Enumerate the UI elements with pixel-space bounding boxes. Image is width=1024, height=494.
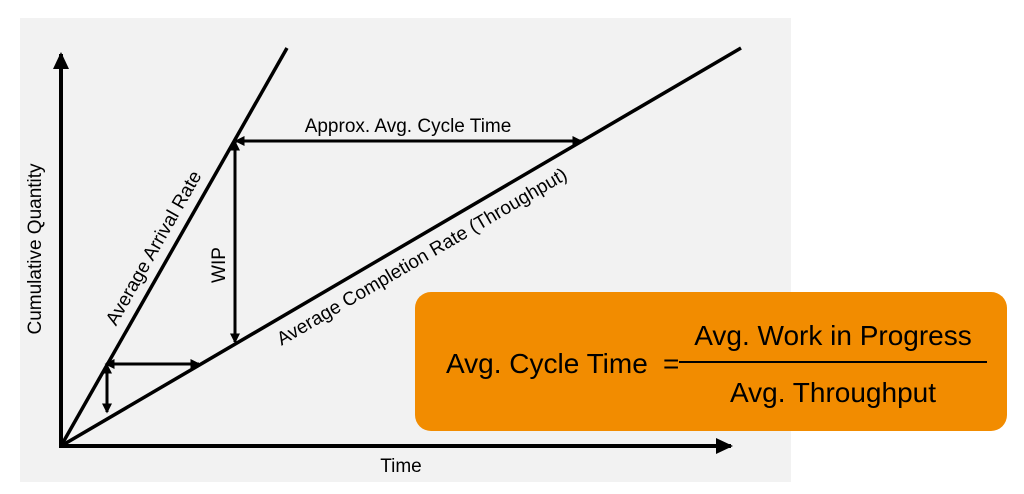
formula-lhs: Avg. Cycle Time bbox=[446, 348, 648, 379]
arrival-line-label: Average Arrival Rate bbox=[102, 167, 206, 329]
formula-denominator: Avg. Throughput bbox=[729, 377, 936, 408]
x-axis-label: Time bbox=[380, 456, 422, 477]
completion-rate-line bbox=[60, 46, 742, 448]
wip-label: WIP bbox=[209, 247, 230, 283]
cycle-time-label: Approx. Avg. Cycle Time bbox=[305, 116, 512, 137]
arrival-rate-line bbox=[59, 47, 289, 447]
y-axis-label: Cumulative Quantity bbox=[25, 163, 46, 335]
formula-equals: = bbox=[663, 348, 680, 379]
formula-numerator: Avg. Work in Progress bbox=[694, 320, 972, 351]
formula-box: Avg. Cycle Time = Avg. Work in Progress … bbox=[415, 292, 1007, 431]
fraction-bar bbox=[679, 361, 987, 363]
